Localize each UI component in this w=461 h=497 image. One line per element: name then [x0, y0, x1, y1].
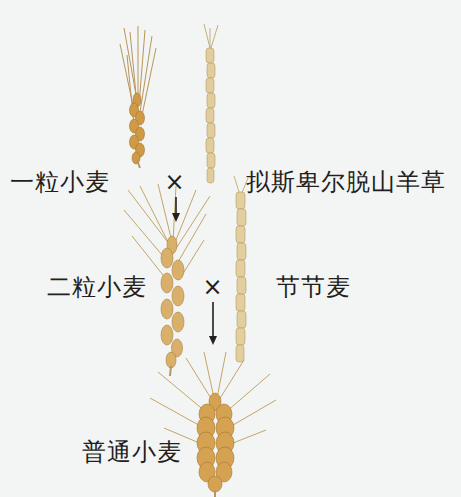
cross-sign: × — [164, 168, 185, 196]
species-name: 拟斯卑尔脱山羊草 — [246, 168, 446, 196]
species-name: 普通小麦 — [82, 438, 182, 466]
species-name: 节节麦 — [276, 273, 351, 301]
descent-arrow — [172, 197, 180, 222]
wheat-species: 节节麦 — [228, 175, 256, 370]
wheat-species: 拟斯卑尔脱山羊草 — [200, 22, 228, 187]
descent-arrow — [209, 302, 217, 345]
wheat-species: 普通小麦 — [190, 345, 240, 495]
species-name: 二粒小麦 — [47, 273, 147, 301]
einkorn-spike — [120, 26, 156, 125]
cross-sign: × — [202, 273, 223, 301]
species-name: 一粒小麦 — [10, 168, 110, 196]
